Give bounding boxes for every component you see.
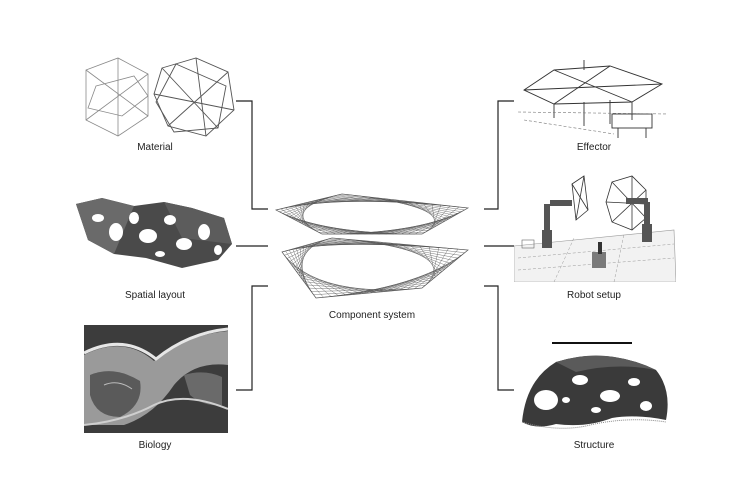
caption-material: Material xyxy=(137,142,173,153)
connector-effector xyxy=(484,100,514,210)
connector-structure xyxy=(484,285,514,391)
robot-setup-render xyxy=(514,175,676,282)
caption-structure: Structure xyxy=(573,440,615,451)
caption-component-system: Component system xyxy=(328,310,416,321)
caption-effector: Effector xyxy=(576,142,612,153)
material-drawing xyxy=(85,57,235,137)
component-system-wireframe xyxy=(275,193,470,299)
connector-biology xyxy=(236,285,268,391)
spatial-layout-render xyxy=(76,198,232,268)
connector-material xyxy=(236,100,268,210)
effector-drawing xyxy=(517,60,669,138)
caption-spatial-layout: Spatial layout xyxy=(124,290,186,301)
caption-biology: Biology xyxy=(138,440,172,451)
caption-robot-setup: Robot setup xyxy=(567,290,621,301)
structure-render xyxy=(521,342,668,429)
biology-micrograph xyxy=(84,325,228,433)
